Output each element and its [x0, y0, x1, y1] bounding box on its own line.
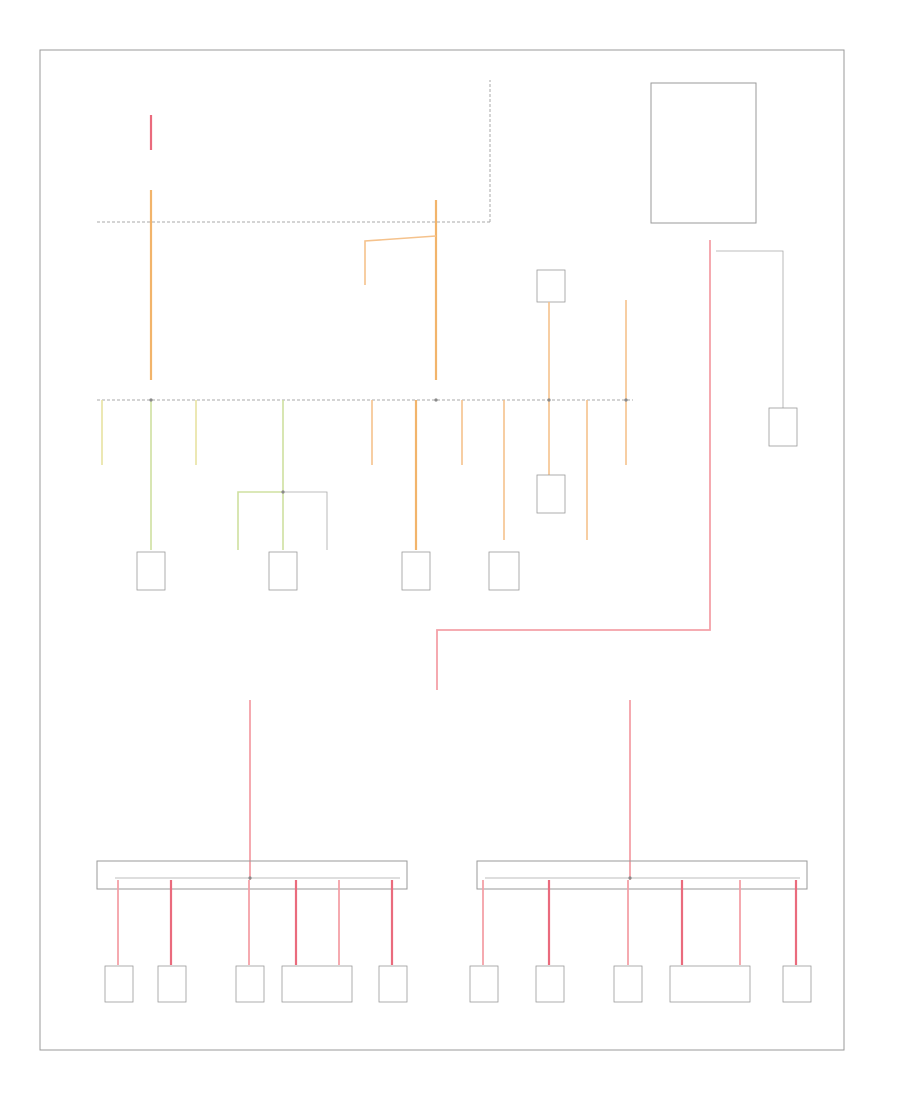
wire-right-main-feed: [436, 240, 711, 690]
component-ll-3: [235, 965, 265, 1003]
component-lr-4: [669, 965, 751, 1003]
connector-block-left: [96, 860, 408, 890]
fuse-box-upper-right: [650, 82, 757, 224]
drop-4: [237, 400, 284, 550]
component-ll-5: [378, 965, 408, 1003]
sensor-box-1: [536, 269, 566, 303]
component-ll-1: [104, 965, 134, 1003]
connector-block-right: [476, 860, 808, 890]
component-sensor-mid: [536, 474, 566, 514]
connection-dots: [149, 398, 632, 880]
component-ll-2: [157, 965, 187, 1003]
component-lr-1: [469, 965, 499, 1003]
component-injector-1: [136, 551, 166, 591]
component-injector-2: [268, 551, 298, 591]
component-ll-4: [281, 965, 353, 1003]
component-lr-5: [782, 965, 812, 1003]
wire-center-branch: [364, 235, 437, 285]
component-right-ground: [768, 407, 798, 447]
component-switch: [488, 551, 520, 591]
diagram-frame: [39, 49, 845, 1051]
wire-right-ground: [716, 250, 784, 410]
drop-4c: [283, 491, 328, 550]
component-lr-3: [613, 965, 643, 1003]
component-lr-2: [535, 965, 565, 1003]
component-actuator: [401, 551, 431, 591]
